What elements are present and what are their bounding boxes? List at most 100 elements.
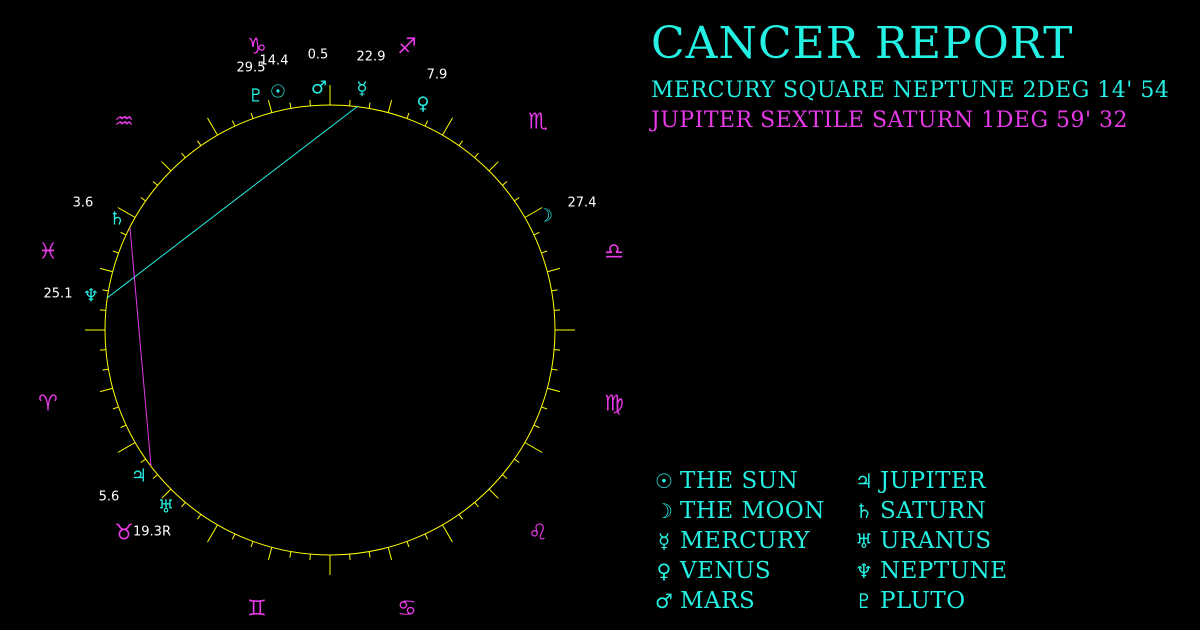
wheel-tick (524, 207, 543, 218)
wheel-tick (181, 152, 186, 158)
legend-item-mercury: ☿ MERCURY (648, 526, 825, 556)
virgo-sign-icon: ♍ (604, 392, 624, 417)
legend-item-saturn: ♄ SATURN (848, 496, 1008, 526)
wheel-tick (102, 368, 109, 371)
saturn-icon: ♄ (109, 209, 125, 230)
legend-label: VENUS (680, 558, 772, 584)
saturn-icon: ♄ (855, 499, 873, 523)
aquarius-sign-icon: ♒ (114, 110, 134, 135)
wheel-tick (99, 349, 106, 351)
wheel-tick (140, 458, 146, 463)
wheel-tick (102, 289, 109, 292)
sagittarius-sign-icon: ♐ (397, 35, 417, 60)
wheel-tick (502, 474, 508, 479)
legend-item-pluto: ♇ PLUTO (848, 586, 1008, 616)
wheel-tick (387, 99, 393, 113)
aspect-line-jupiter-saturn (129, 227, 152, 467)
wheel-tick (120, 231, 127, 236)
wheel-tick (197, 514, 202, 520)
wheel-tick (458, 514, 463, 520)
wheel-tick (267, 99, 273, 113)
neptune-icon: ♆ (855, 559, 873, 583)
aspect-jupiter-saturn: JUPITER SEXTILE SATURN 1DEG 59' 32 (651, 108, 1129, 133)
legend-label: PLUTO (880, 588, 966, 614)
wheel-tick (152, 474, 158, 479)
venus-icon: ♀ (416, 94, 429, 115)
taurus-sign-icon: ♉ (114, 521, 134, 546)
pluto-icon: ♇ (248, 86, 264, 107)
leo-sign-icon: ♌ (528, 521, 548, 546)
legend-label: JUPITER (880, 468, 987, 494)
wheel-tick (368, 551, 371, 558)
wheel-tick (502, 181, 508, 186)
wheel-tick (533, 424, 540, 429)
wheel-tick (387, 547, 393, 561)
neptune-degree-label: 25.1 (44, 287, 73, 302)
pluto-degree-label: 29.5 (237, 61, 266, 76)
wheel-tick (197, 140, 202, 146)
wheel-tick (442, 524, 453, 543)
mercury-icon: ☿ (657, 529, 671, 553)
saturn-degree-label: 3.6 (73, 196, 94, 211)
planet-legend-left: ☉ THE SUN ☽ THE MOON ☿ MERCURY ♀ VENUS ♂… (648, 466, 825, 616)
wheel-tick (424, 533, 429, 540)
legend-item-venus: ♀ VENUS (648, 556, 825, 586)
capricorn-sign-icon: ♑ (247, 35, 267, 60)
wheel-tick (207, 117, 218, 136)
wheel-tick (488, 488, 499, 499)
wheel-tick (140, 197, 146, 202)
wheel-tick (514, 197, 520, 202)
wheel-ticks (85, 85, 575, 575)
wheel-tick (267, 547, 273, 561)
wheel-tick (112, 406, 119, 410)
moon-icon: ☽ (537, 206, 553, 227)
wheel-tick (406, 541, 410, 548)
wheel-tick (231, 120, 236, 127)
legend-item-jupiter: ♃ JUPITER (848, 466, 1008, 496)
wheel-tick (99, 309, 106, 311)
legend-label: URANUS (880, 528, 992, 554)
libra-sign-icon: ♎ (604, 240, 624, 265)
wheel-tick (250, 541, 254, 548)
uranus-degree-label: 19.3R (133, 525, 171, 540)
wheel-tick (309, 554, 311, 561)
wheel-tick (161, 161, 172, 172)
wheel-tick (551, 289, 558, 292)
wheel-tick (514, 458, 520, 463)
venus-degree-label: 7.9 (427, 68, 448, 83)
moon-degree-label: 27.4 (568, 196, 597, 211)
wheel-tick (368, 102, 371, 109)
venus-icon: ♀ (656, 559, 672, 583)
uranus-icon: ♅ (855, 529, 873, 553)
wheel-tick (488, 161, 499, 172)
moon-icon: ☽ (655, 499, 673, 523)
sun-icon: ☉ (270, 82, 286, 103)
jupiter-icon: ♃ (131, 466, 147, 487)
legend-label: NEPTUNE (880, 558, 1008, 584)
aspect-line-mercury-neptune (106, 105, 359, 299)
wheel-tick (99, 267, 113, 273)
wheel-tick (117, 442, 136, 453)
aspect-lines (106, 105, 359, 467)
wheel-tick (533, 231, 540, 236)
legend-item-uranus: ♅ URANUS (848, 526, 1008, 556)
wheel-tick (442, 117, 453, 136)
jupiter-degree-label: 5.6 (99, 490, 120, 505)
wheel-tick (458, 140, 463, 146)
sun-degree-label: 14.4 (260, 54, 289, 69)
wheel-tick (524, 442, 543, 453)
legend-label: THE MOON (680, 498, 825, 524)
mars-icon: ♂ (311, 78, 327, 99)
wheel-tick (181, 502, 186, 508)
report-title: CANCER REPORT (651, 18, 1074, 69)
wheel-tick (424, 120, 429, 127)
legend-label: THE SUN (680, 468, 799, 494)
mercury-icon: ☿ (356, 79, 367, 100)
sun-icon: ☉ (655, 469, 673, 493)
wheel-tick (547, 387, 561, 393)
wheel-tick (289, 102, 292, 109)
wheel-tick (231, 533, 236, 540)
wheel-tick (250, 112, 254, 119)
